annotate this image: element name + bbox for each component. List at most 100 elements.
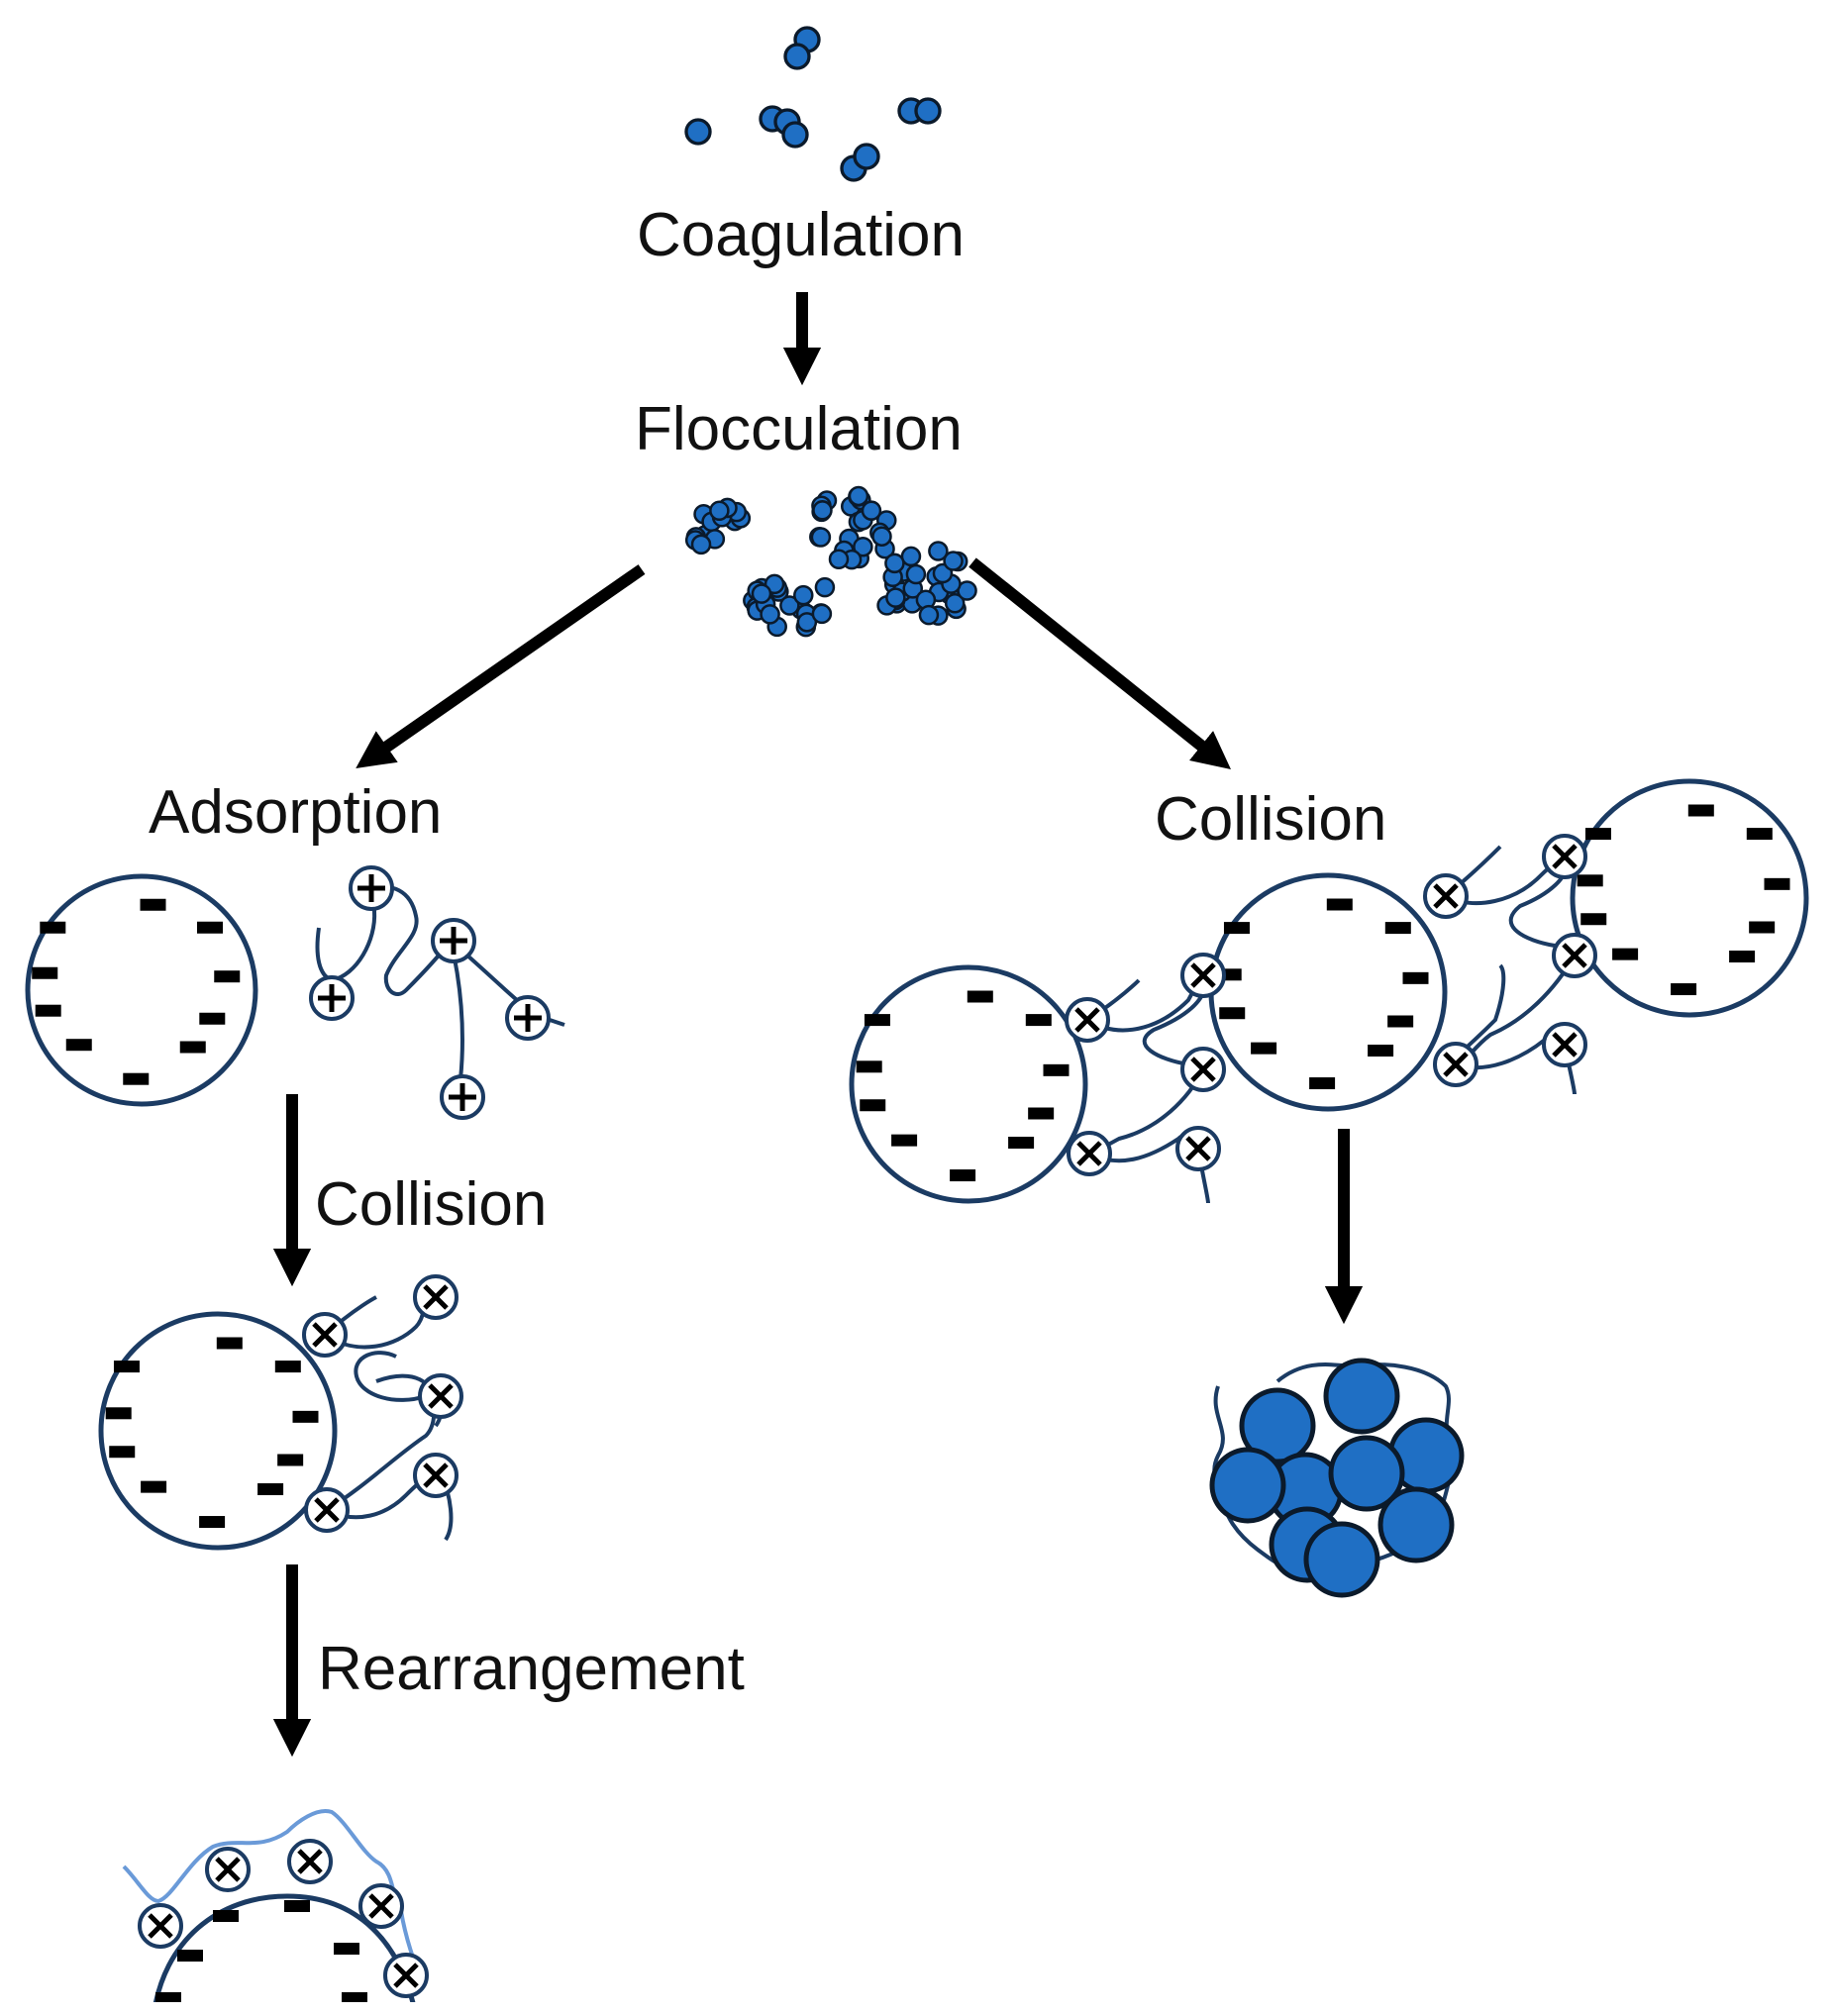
coagulated-particle: [783, 43, 811, 70]
coagulated-particle: [781, 121, 809, 149]
floc-ball: [1328, 1435, 1405, 1512]
minus-charge-icon: [277, 1454, 304, 1466]
x-charge-icon: [138, 1903, 183, 1949]
x-charge-icon: [1423, 873, 1469, 919]
minus-charge-icon: [1028, 1107, 1055, 1120]
coagulated-particles: [684, 26, 942, 182]
minus-charge-icon: [1368, 1045, 1394, 1057]
flocculated-clusters: [684, 485, 977, 638]
x-charge-icon: [1180, 1047, 1226, 1092]
collision-label-right: Collision: [1155, 785, 1387, 854]
minus-charge-icon: [1008, 1137, 1035, 1149]
minus-charge-icon: [216, 1337, 243, 1350]
minus-charge-icon-group: [856, 990, 1070, 1182]
floc-particle: [871, 526, 892, 547]
minus-charge-icon: [140, 898, 166, 911]
adsorption-stage: [25, 865, 565, 1120]
floc-particle: [810, 527, 832, 548]
minus-charge-icon: [123, 1072, 150, 1085]
minus-charge-icon: [1687, 804, 1714, 817]
floc-ball: [1303, 1521, 1380, 1598]
minus-charge-icon: [1402, 971, 1429, 984]
minus-charge-icon: [1251, 1042, 1277, 1055]
floc-particle: [793, 584, 814, 606]
minus-charge-icon: [1387, 1015, 1414, 1028]
x-charge-icon: [1542, 834, 1587, 879]
plus-charge-icon-group: [309, 865, 551, 1120]
floc-particle: [814, 576, 836, 598]
minus-charge-icon-group: [1577, 804, 1790, 996]
coagulated-particle: [684, 118, 712, 146]
minus-charge-icon: [155, 1992, 181, 2002]
x-charge-icon: [1180, 953, 1226, 998]
minus-charge-icon: [334, 1943, 359, 1955]
minus-charge-icon: [32, 966, 58, 979]
minus-charge-icon: [65, 1039, 92, 1052]
minus-charge-icon: [197, 921, 223, 934]
x-charge-icon: [287, 1839, 333, 1884]
collision-stage-right: [849, 778, 1809, 1204]
process-arrows: [272, 292, 1364, 1758]
minus-charge-icon: [1326, 898, 1353, 911]
x-charge-icon: [205, 1847, 251, 1892]
minus-charge-icon: [1749, 921, 1776, 934]
minus-charge-icon: [113, 1361, 140, 1373]
minus-charge-icon: [40, 921, 66, 934]
floc-ball: [1377, 1486, 1455, 1563]
rearrangement-label: Rearrangement: [318, 1635, 745, 1703]
minus-charge-icon: [950, 1169, 976, 1182]
minus-charge-icon: [1309, 1077, 1336, 1090]
floc-particle: [900, 546, 922, 567]
x-charge-icon: [1433, 1042, 1478, 1087]
floc-particle: [884, 553, 905, 574]
minus-charge-icon: [860, 1099, 886, 1112]
minus-charge-icon-group: [105, 1337, 319, 1529]
collision-label-left: Collision: [315, 1170, 548, 1239]
floc-particle: [709, 500, 730, 521]
x-charge-icon: [1542, 1022, 1587, 1067]
minus-charge-icon: [1746, 828, 1773, 841]
minus-charge-icon: [179, 1041, 206, 1054]
x-charge-icon: [383, 1953, 429, 1998]
minus-charge-icon: [1219, 1007, 1246, 1020]
minus-charge-icon: [1584, 828, 1611, 841]
floc-particle: [828, 549, 850, 569]
negative-particle-adsorption: [25, 873, 258, 1107]
minus-charge-icon: [274, 1361, 301, 1373]
minus-charge-icon: [141, 1480, 167, 1493]
plus-charge-icon: [309, 975, 355, 1021]
floc-ball: [1323, 1358, 1400, 1435]
minus-charge-icon: [342, 1992, 367, 2002]
floc-ball: [1209, 1447, 1286, 1524]
coagulated-particle: [914, 97, 942, 125]
x-charge-icon-group: [138, 1839, 429, 1998]
final-floc: [1209, 1358, 1465, 1598]
x-charge-icon: [1552, 933, 1597, 978]
x-charge-icon: [302, 1312, 348, 1358]
floc-particle: [943, 551, 964, 571]
coagulated-particle: [853, 143, 880, 170]
floc-particle: [812, 500, 833, 521]
adsorption-label: Adsorption: [149, 778, 443, 847]
x-charge-icon: [1067, 1131, 1112, 1176]
floc-particle: [928, 541, 949, 561]
plus-charge-icon: [505, 995, 551, 1041]
minus-charge-icon: [856, 1060, 882, 1073]
minus-charge-icon: [257, 1483, 284, 1495]
minus-charge-icon: [213, 1910, 239, 1922]
arrow-to-collision-right: [968, 557, 1231, 770]
floc-particle: [861, 500, 882, 521]
minus-charge-icon: [199, 1516, 226, 1529]
x-charge-icon: [1065, 997, 1110, 1043]
collision-stage-left: [98, 1274, 463, 1551]
minus-charge-icon: [199, 1012, 226, 1025]
minus-charge-icon-group: [1215, 898, 1429, 1090]
x-charge-icon-group: [1065, 834, 1597, 1176]
minus-charge-icon: [1043, 1063, 1070, 1076]
minus-charge-icon: [1729, 951, 1756, 962]
minus-charge-icon: [292, 1410, 319, 1423]
plus-charge-icon: [440, 1074, 485, 1120]
minus-charge-icon: [891, 1134, 918, 1147]
x-charge-icon: [413, 1453, 458, 1498]
